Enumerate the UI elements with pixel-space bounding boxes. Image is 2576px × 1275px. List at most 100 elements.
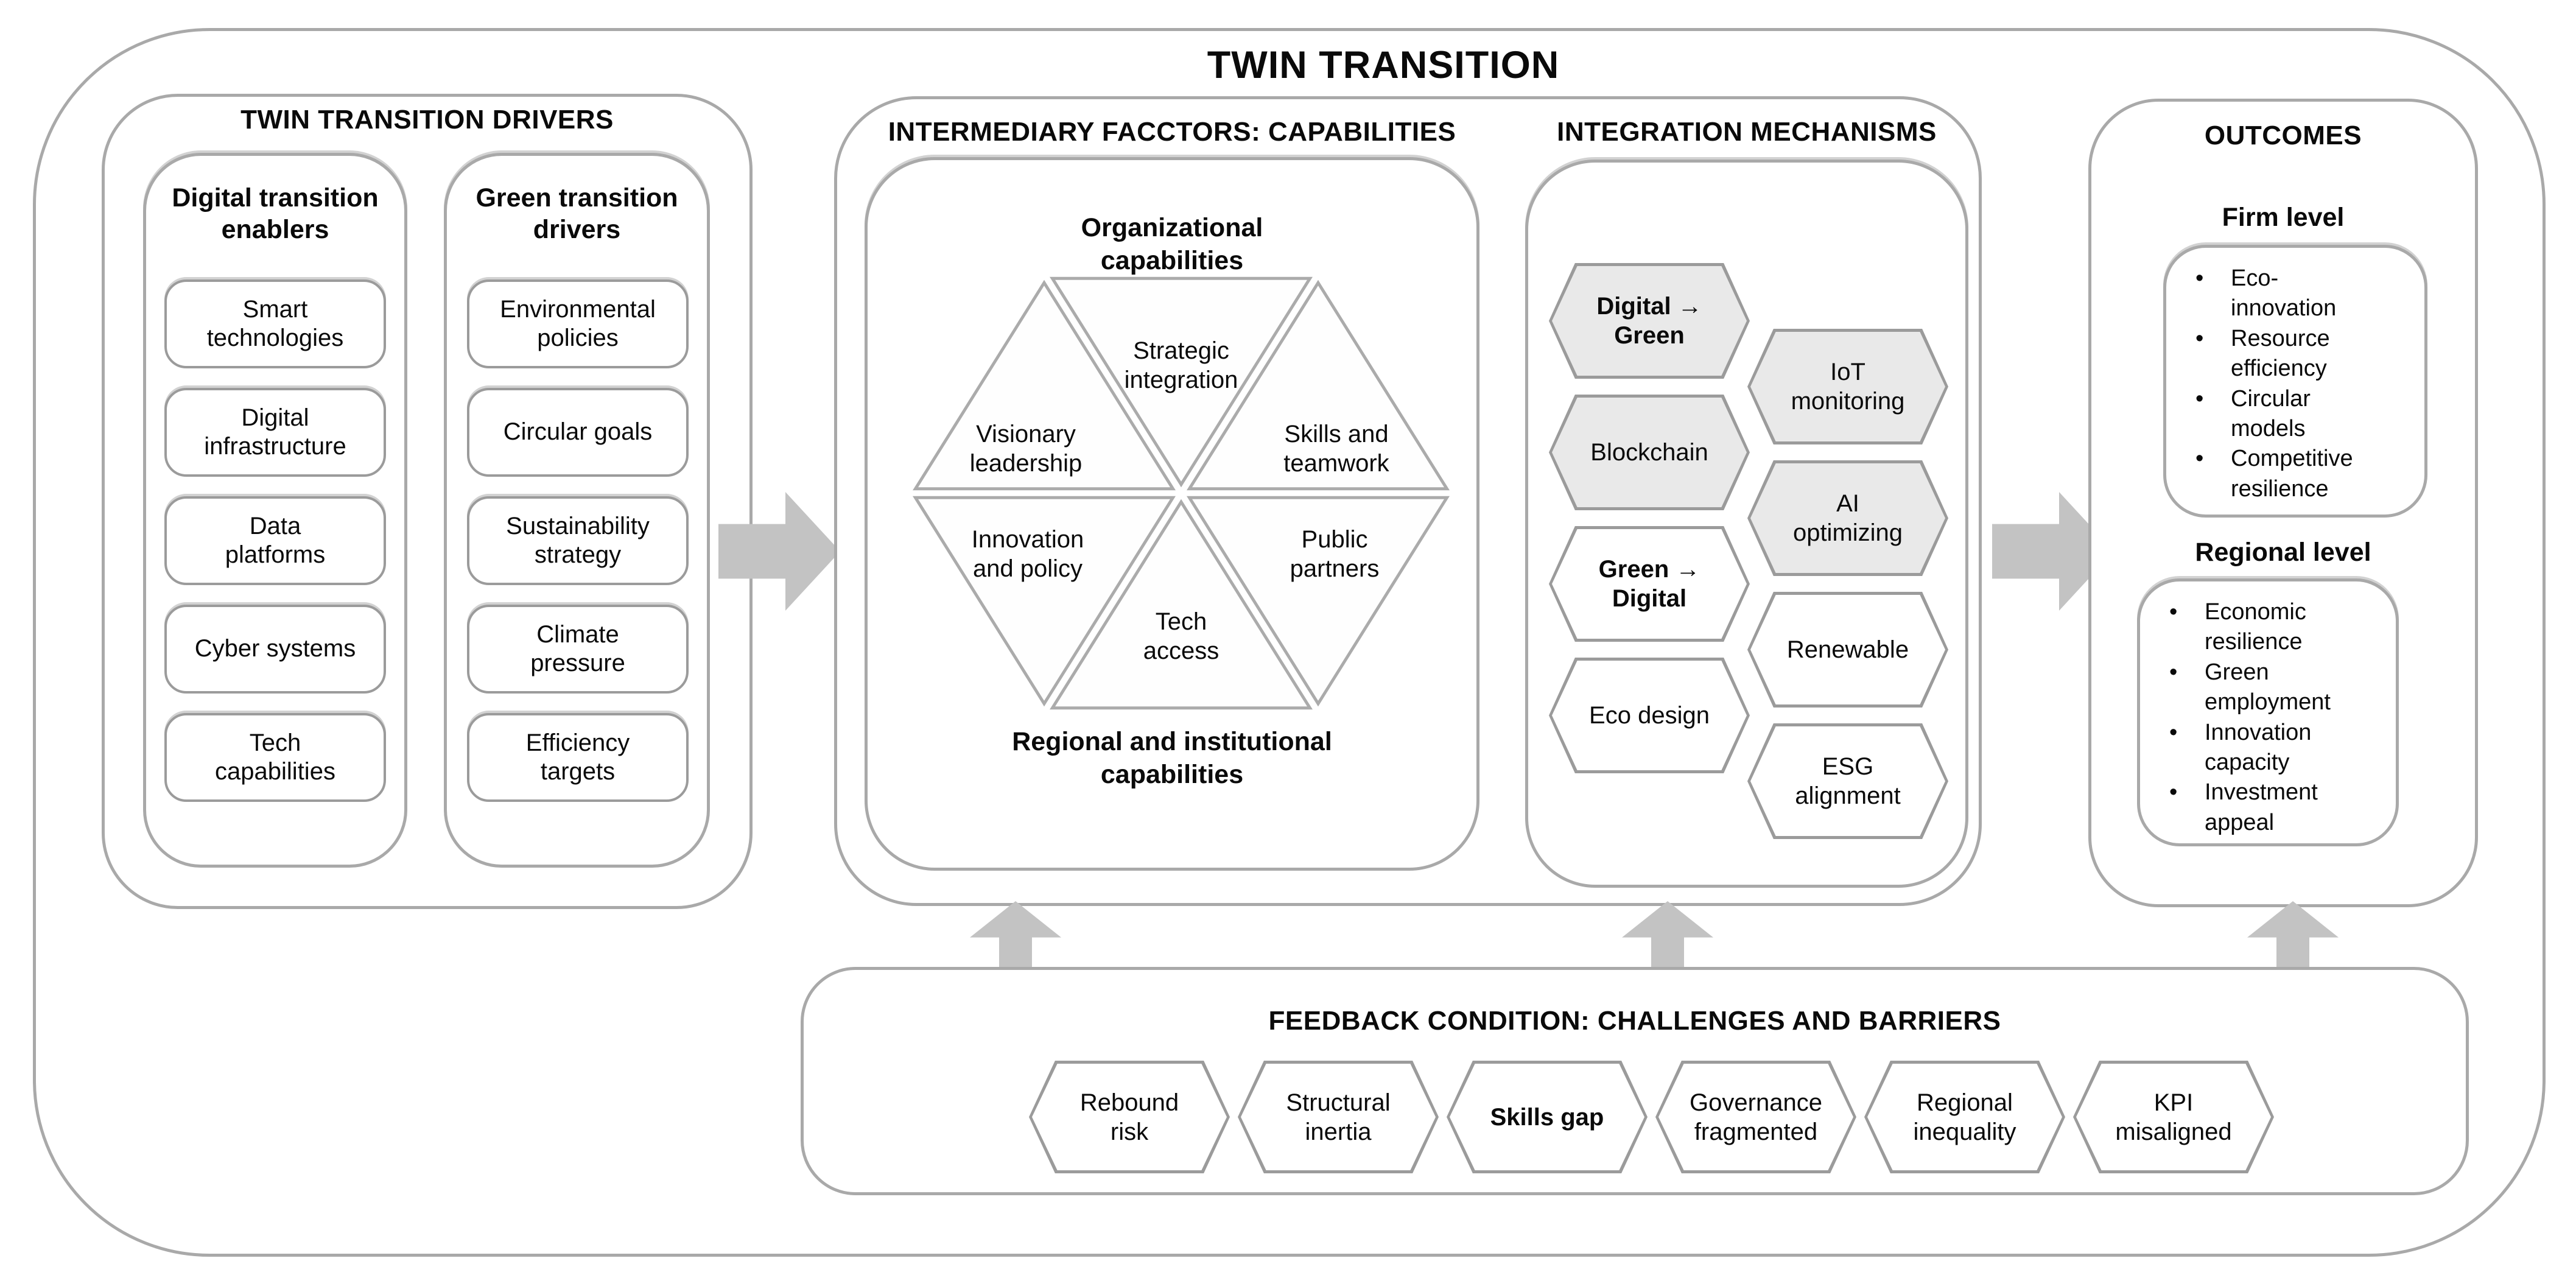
- hex-fill: [1867, 1064, 2062, 1170]
- hex-fill: [1552, 529, 1747, 639]
- page-title-text: TWIN TRANSITION: [1207, 44, 1560, 86]
- barrier-hex-skills-gap: Skills gap: [1447, 1061, 1648, 1173]
- firm-outcome-circular-models: Circular models: [2231, 385, 2311, 441]
- driver-item-efficiency-targets: Efficiency targets: [467, 713, 689, 802]
- bullet-dot: •: [2195, 446, 2204, 472]
- mechanism-label: Digital → Green: [1596, 293, 1702, 349]
- firm-outcome-resource-efficiency: Resource efficiency: [2231, 325, 2330, 382]
- hex-fill: [1032, 1064, 1227, 1170]
- capabilities-hexagram: [912, 276, 1450, 710]
- digital-enablers-header: Digital transition enablers: [172, 183, 379, 244]
- triangle-innovation-policy: [912, 496, 1176, 707]
- bullet-dot: •: [2195, 385, 2204, 412]
- hex-fill: [1750, 332, 1945, 441]
- hex-fill: [1241, 1064, 1436, 1170]
- hex-fill: [1750, 726, 1945, 836]
- mechanism-label: ESG alignment: [1795, 753, 1901, 809]
- firm-outcome-eco-innovation: Eco- innovation: [2231, 265, 2337, 321]
- regional-level-header: Regional level: [2195, 538, 2371, 567]
- hex-fill: [1552, 398, 1747, 507]
- mechanism-label: Green → Digital: [1598, 556, 1700, 612]
- mechanism-hex-blockchain: Blockchain: [1549, 395, 1750, 510]
- bullet-dot: •: [2195, 265, 2204, 291]
- hex-fill: [1552, 266, 1747, 376]
- integration-title: INTEGRATION MECHANISMS: [1557, 117, 1937, 147]
- triangle-strategic-integration: [1049, 276, 1313, 488]
- outcomes-title: OUTCOMES: [2204, 121, 2362, 150]
- mechanism-label: Renewable: [1786, 636, 1909, 663]
- label-tech-access: Tech access: [1143, 608, 1220, 664]
- drivers-title: TWIN TRANSITION DRIVERS: [240, 105, 614, 135]
- mechanism-label: Blockchain: [1590, 439, 1708, 466]
- list-item: • Eco- innovation: [2195, 264, 2412, 324]
- regional-outcome-investment-appeal: Investment appeal: [2205, 779, 2318, 835]
- list-item: • Green employment: [2169, 658, 2384, 718]
- label-public-partners: Public partners: [1290, 526, 1380, 582]
- regional-outcome-green-employment: Green employment: [2205, 659, 2331, 715]
- triangle-skills-teamwork: [1186, 279, 1450, 491]
- hex-fill: [1750, 463, 1945, 573]
- barrier-hex-rebound-risk: Rebound risk: [1029, 1061, 1230, 1173]
- bullet-dot: •: [2169, 779, 2178, 806]
- page-title: TWIN TRANSITION: [774, 38, 1992, 93]
- barrier-label: Rebound risk: [1079, 1089, 1179, 1145]
- bullet-dot: •: [2169, 719, 2178, 745]
- mechanism-hex-iot-monitoring: IoT monitoring: [1747, 329, 1948, 444]
- label-visionary-leadership: Visionary leadership: [969, 421, 1083, 477]
- mechanism-label: IoT monitoring: [1791, 359, 1905, 415]
- bullet-dot: •: [2169, 599, 2178, 625]
- hex-fill: [2076, 1064, 2271, 1170]
- list-item: • Resource efficiency: [2195, 324, 2412, 384]
- label-skills-teamwork: Skills and teamwork: [1283, 421, 1389, 477]
- triangle-visionary-leadership: [912, 279, 1176, 491]
- barrier-hex-kpi-misaligned: KPI misaligned: [2073, 1061, 2274, 1173]
- bullet-dot: •: [2195, 325, 2204, 351]
- barrier-label: Skills gap: [1490, 1103, 1604, 1131]
- regional-institutional-capabilities-label: Regional and institutional capabilities: [1012, 727, 1332, 789]
- mechanism-hex-green-to-digital: Green → Digital: [1549, 526, 1750, 642]
- hex-fill: [1750, 595, 1945, 704]
- list-item: • Circular models: [2195, 384, 2412, 444]
- barrier-hex-regional-inequality: Regional inequality: [1864, 1061, 2065, 1173]
- organizational-capabilities-label: Organizational capabilities: [1081, 213, 1263, 275]
- barrier-hex-structural-inertia: Structural inertia: [1238, 1061, 1439, 1173]
- regional-level-list: • Economic resilience • Green employment •…: [2137, 578, 2399, 846]
- barrier-hex-governance-fragmented: Governance fragmented: [1655, 1061, 1856, 1173]
- bullet-dot: •: [2169, 659, 2178, 685]
- mechanism-label: Eco design: [1589, 702, 1710, 729]
- driver-item-smart-technologies: Smart technologies: [164, 279, 386, 368]
- barrier-label: Regional inequality: [1913, 1089, 2016, 1145]
- barrier-label: KPI misaligned: [2115, 1089, 2232, 1145]
- triangle-public-partners: [1186, 496, 1450, 707]
- mechanism-hex-digital-to-green: Digital → Green: [1549, 263, 1750, 379]
- firm-outcome-competitive-resilience: Competitive resilience: [2231, 446, 2353, 502]
- mechanism-hex-ai-optimizing: AI optimizing: [1747, 460, 1948, 576]
- hex-fill: [1658, 1064, 1853, 1170]
- triangle-tech-access: [1049, 499, 1313, 710]
- driver-item-data-platforms: Data platforms: [164, 496, 386, 585]
- list-item: • Competitive resilience: [2195, 444, 2412, 504]
- mechanism-hex-renewable: Renewable: [1747, 592, 1948, 708]
- green-drivers-header: Green transition drivers: [476, 183, 678, 244]
- firm-level-header: Firm level: [2222, 203, 2345, 232]
- label-innovation-policy: Innovation and policy: [971, 526, 1084, 582]
- capabilities-title: INTERMEDIARY FACCTORS: CAPABILITIES: [888, 117, 1456, 147]
- hex-fill: [1552, 661, 1747, 770]
- barrier-label: Governance fragmented: [1690, 1089, 1822, 1145]
- driver-item-sustainability-strategy: Sustainability strategy: [467, 496, 689, 585]
- hex-fill: [1450, 1064, 1644, 1170]
- list-item: • Investment appeal: [2169, 778, 2384, 838]
- feedback-title: FEEDBACK CONDITION: CHALLENGES AND BARRI…: [1268, 1006, 2001, 1036]
- regional-outcome-economic-resilience: Economic resilience: [2205, 599, 2306, 655]
- mechanism-hex-esg-alignment: ESG alignment: [1747, 723, 1948, 839]
- mechanism-label: AI optimizing: [1792, 490, 1903, 546]
- regional-outcome-innovation-capacity: Innovation capacity: [2205, 719, 2312, 775]
- barrier-label: Structural inertia: [1286, 1089, 1391, 1145]
- mechanism-hex-eco-design: Eco design: [1549, 658, 1750, 773]
- driver-item-circular-goals: Circular goals: [467, 388, 689, 477]
- label-strategic-integration: Strategic integration: [1124, 337, 1238, 393]
- driver-item-environmental-policies: Environmental policies: [467, 279, 689, 368]
- driver-item-cyber-systems: Cyber systems: [164, 605, 386, 694]
- list-item: • Innovation capacity: [2169, 718, 2384, 778]
- firm-level-list: • Eco- innovation • Resource efficiency • C…: [2163, 245, 2427, 518]
